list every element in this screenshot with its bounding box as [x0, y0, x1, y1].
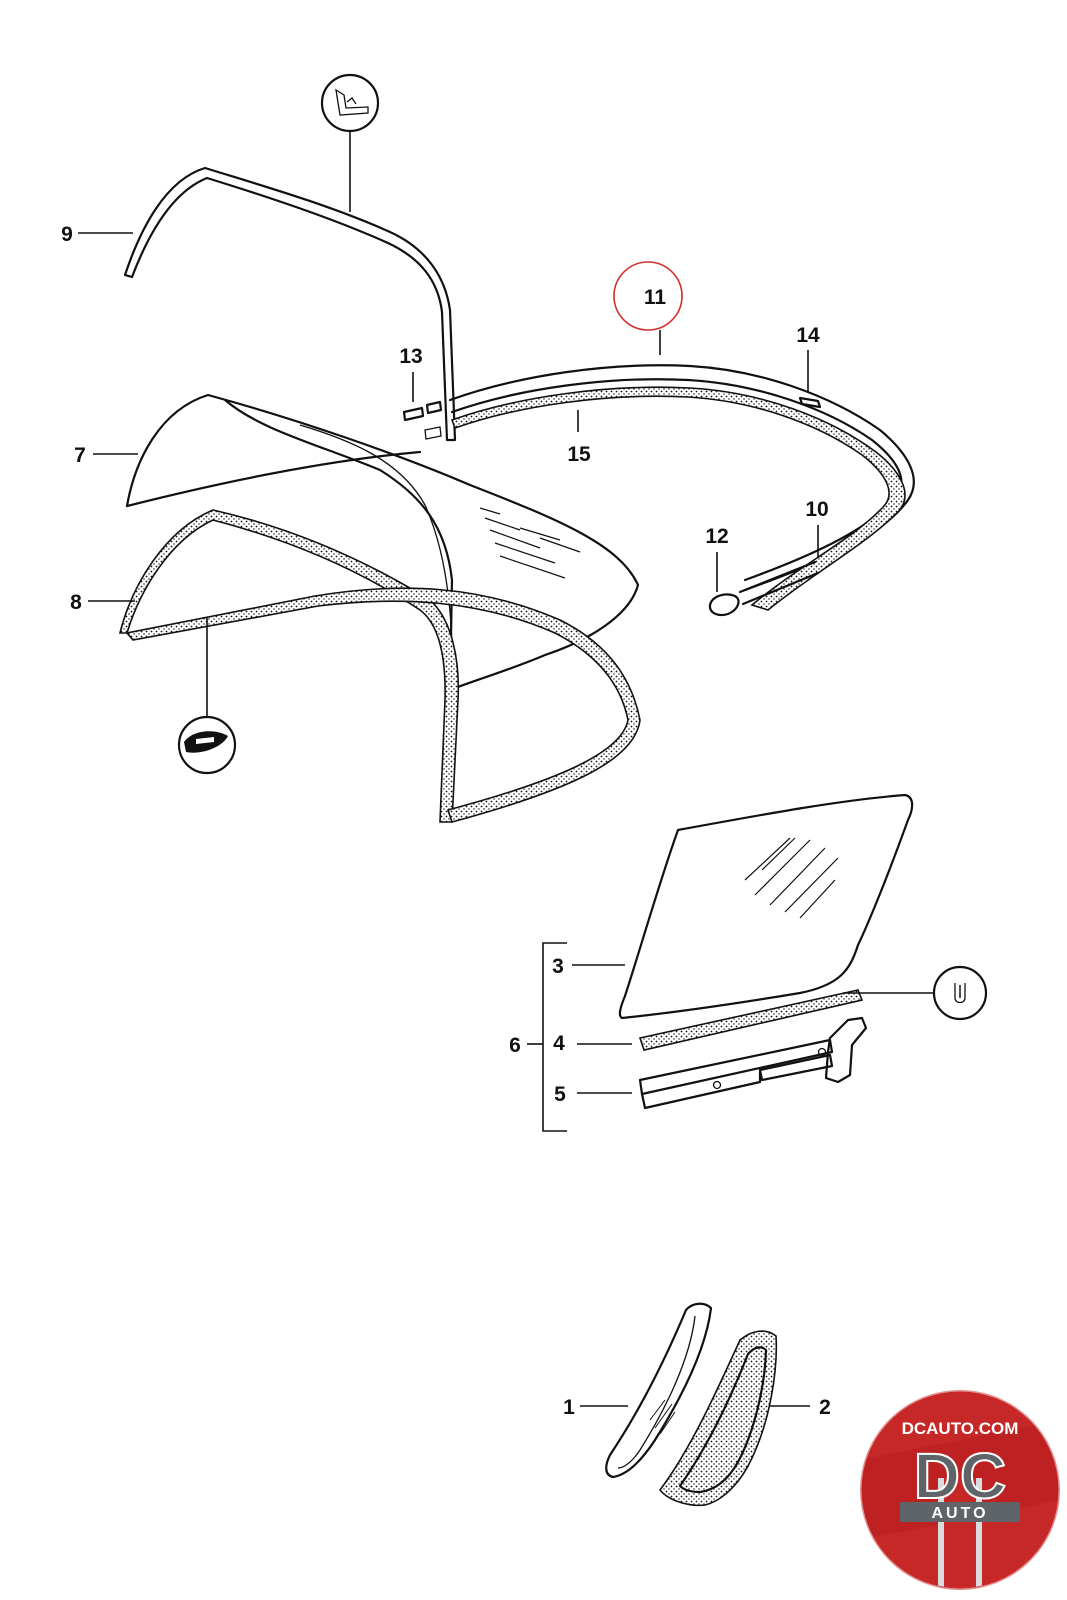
callout-10: 10 [805, 498, 828, 521]
part-2-quarter-window-seal [658, 1330, 778, 1507]
callout-3: 3 [552, 955, 564, 978]
callout-13: 13 [399, 345, 422, 368]
part-10-side-seal [738, 560, 820, 606]
glass-reflection-lines-small [744, 837, 839, 919]
part-13-clip [402, 400, 443, 440]
part-14-clip [798, 396, 822, 409]
part-3-door-window-glass [618, 793, 914, 1020]
logo-word: AUTO [931, 1505, 988, 1522]
adhesive-symbol-left [177, 715, 237, 775]
leader-lines [78, 232, 819, 1407]
part-4-window-channel [638, 989, 864, 1051]
callout-7: 7 [74, 444, 86, 467]
callout-4: 4 [553, 1032, 565, 1055]
logo-mark: DC [914, 1440, 1006, 1512]
seal-profile-symbol-top [320, 73, 380, 133]
highlight-ring-11 [613, 261, 683, 331]
glass-reflection-lines [479, 507, 581, 579]
callout-6: 6 [509, 1034, 521, 1057]
part-12-end-cap [708, 593, 740, 617]
callout-2: 2 [819, 1396, 831, 1419]
callout-15: 15 [567, 443, 591, 466]
part-5-window-regulator-rail [638, 1016, 868, 1110]
lubricant-symbol-right [932, 965, 988, 1021]
callout-12: 12 [705, 525, 728, 548]
callout-11: 11 [644, 286, 667, 309]
part-8-rear-window-seal [118, 509, 641, 823]
part-7-rear-window-glass [125, 393, 640, 692]
dcauto-logo: DCAUTO.COM DC AUTO [858, 1388, 1062, 1592]
logo-url-text: DCAUTO.COM [902, 1419, 1019, 1438]
part-1-quarter-window-glass [605, 1302, 713, 1479]
part-15-roof-seal-strip [450, 386, 906, 611]
callout-1: 1 [563, 1396, 575, 1419]
callout-9: 9 [61, 223, 73, 246]
part-11-roof-seal [448, 364, 915, 592]
callout-8: 8 [70, 591, 82, 614]
callout-5: 5 [554, 1083, 566, 1106]
part-9-windshield-frame-seal [123, 166, 457, 442]
callout-14: 14 [796, 324, 820, 347]
